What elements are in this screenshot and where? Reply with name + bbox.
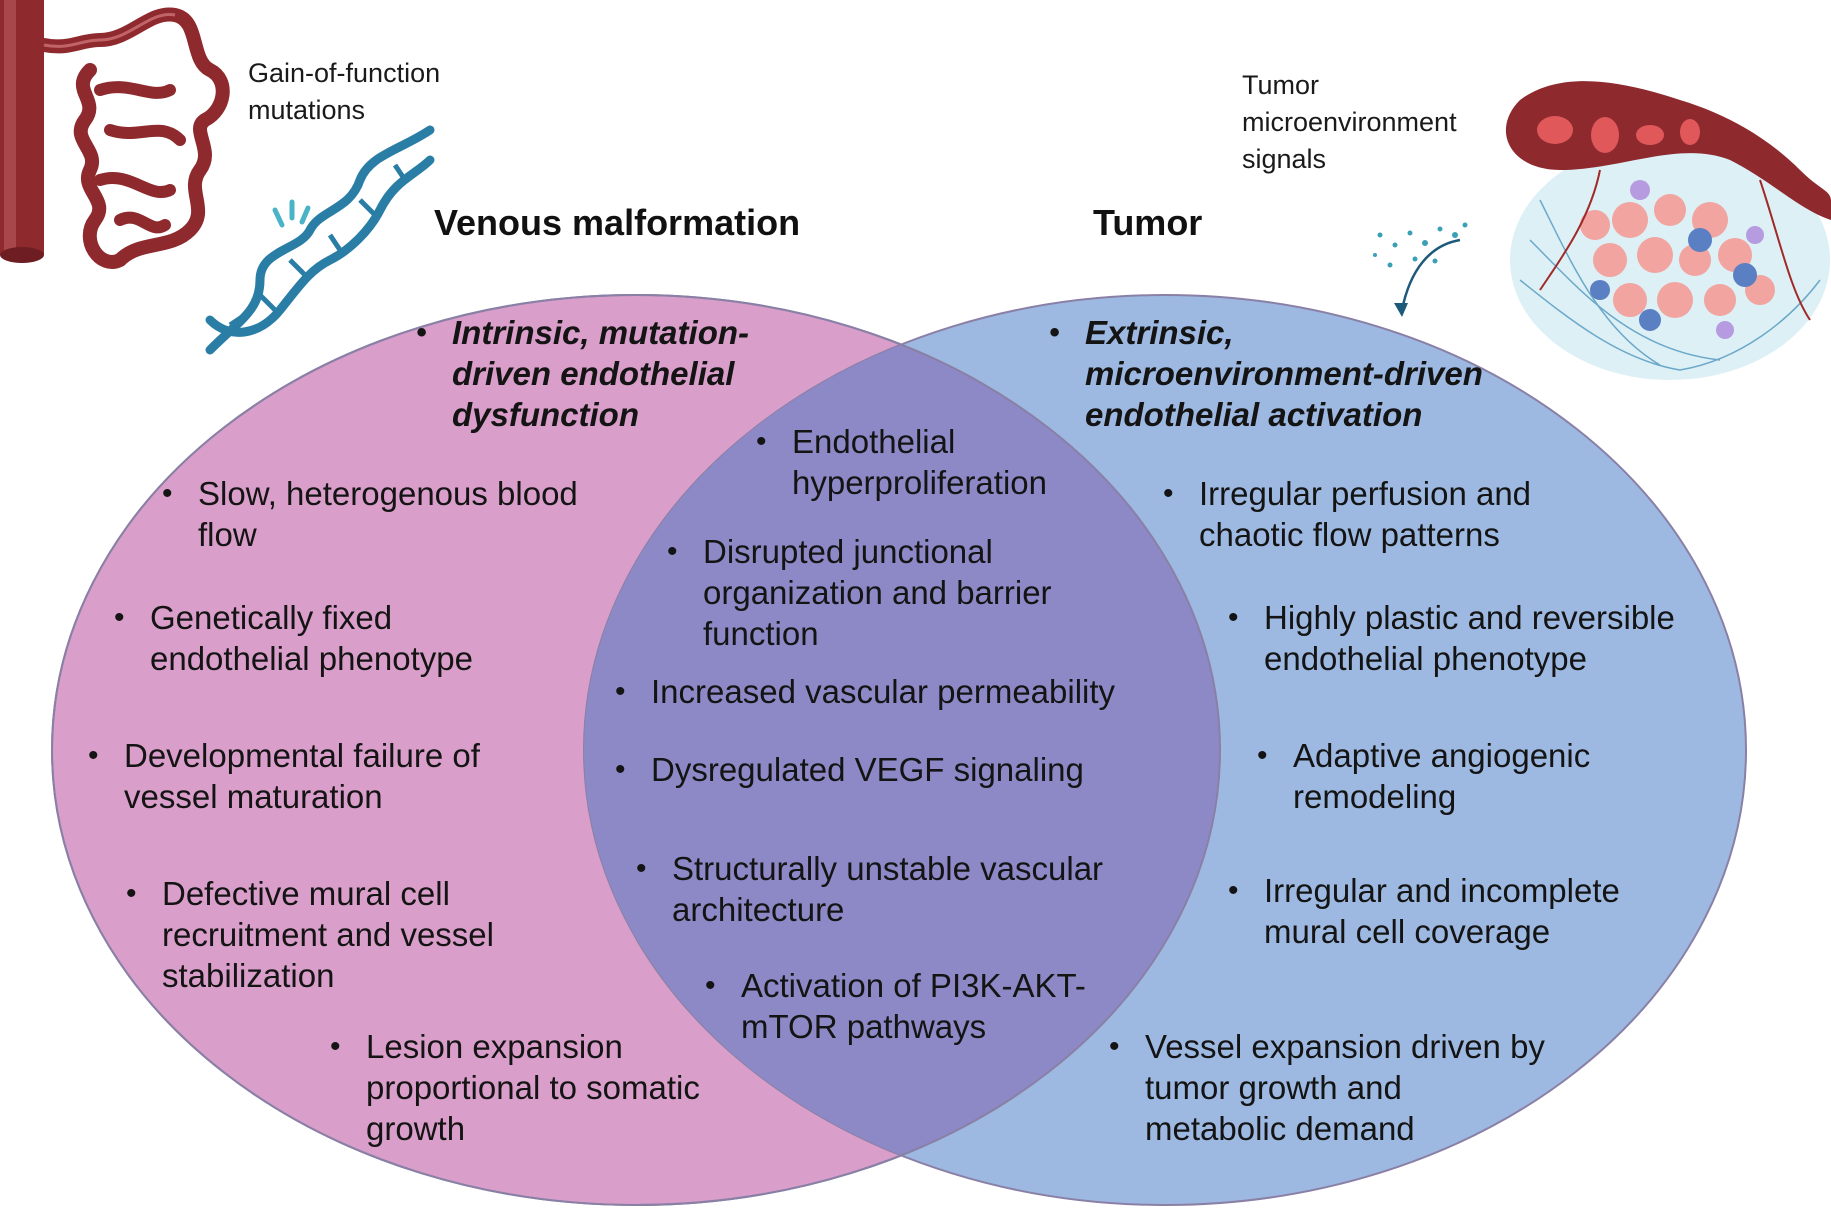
bullet-icon: •	[756, 425, 767, 458]
shared-item: • Structurally unstable vascular architect…	[636, 848, 1104, 930]
venous-malformation-title: Venous malformation	[434, 202, 801, 243]
item-line: endothelial activation	[1085, 396, 1423, 433]
caption-line: Gain-of-function	[248, 58, 441, 88]
left-item: • Defective mural cell recruitment and ves…	[126, 873, 494, 996]
left-item: • Genetically fixed endothelial phenotype	[114, 597, 473, 679]
bullet-icon: •	[1228, 874, 1239, 907]
item-line: driven endothelial	[452, 355, 735, 392]
item-line: growth	[366, 1110, 466, 1147]
bullet-icon: •	[615, 753, 626, 786]
item-line: Activation of PI3K-AKT-	[741, 967, 1086, 1004]
bullet-icon: •	[1228, 601, 1239, 634]
bullet-icon: •	[615, 675, 626, 708]
shared-item: • Disrupted junctional organization and ba…	[667, 531, 1052, 654]
right-item: • Highly plastic and reversible endothelia…	[1228, 597, 1675, 679]
caption-line: Tumor	[1242, 70, 1320, 100]
bullet-icon: •	[416, 316, 427, 349]
tumor-microenvironment-caption: Tumor microenvironment signals	[1242, 67, 1457, 178]
item-line: architecture	[672, 891, 845, 928]
shared-item: • Endothelial hyperproliferation	[756, 421, 1047, 503]
item-line: Vessel expansion driven by	[1145, 1028, 1545, 1065]
signal-arrow-icon	[1373, 222, 1468, 317]
item-line: hyperproliferation	[792, 464, 1047, 501]
item-line: Developmental failure of	[124, 737, 480, 774]
item-line: stabilization	[162, 957, 335, 994]
bullet-icon: •	[114, 601, 125, 634]
right-item: • Irregular perfusion and chaotic flow pat…	[1163, 473, 1532, 555]
item-line: Dysregulated VEGF signaling	[651, 751, 1084, 788]
item-line: endothelial phenotype	[1264, 640, 1587, 677]
item-line: Irregular and incomplete	[1264, 872, 1620, 909]
item-line: Slow, heterogenous blood	[198, 475, 578, 512]
bullet-icon: •	[636, 852, 647, 885]
venous-malformation-outline	[51, 294, 1221, 1206]
item-line: Highly plastic and reversible	[1264, 599, 1675, 636]
tortuous-vessel-icon	[0, 0, 230, 269]
item-line: Intrinsic, mutation-	[452, 314, 749, 351]
item-line: Adaptive angiogenic	[1293, 737, 1591, 774]
left-item: • Intrinsic, mutation-driven endothelial d…	[416, 312, 749, 435]
item-line: Irregular perfusion and	[1199, 475, 1532, 512]
left-item: • Slow, heterogenous blood flow	[162, 473, 578, 555]
item-line: flow	[198, 516, 257, 553]
item-line: tumor growth and	[1145, 1069, 1402, 1106]
item-line: mTOR pathways	[741, 1008, 987, 1045]
bullet-icon: •	[162, 477, 173, 510]
caption-line: signals	[1242, 144, 1327, 174]
item-line: vessel maturation	[124, 778, 383, 815]
shared-item: • Dysregulated VEGF signaling	[615, 749, 1084, 790]
item-line: Defective mural cell	[162, 875, 450, 912]
bullet-icon: •	[1049, 316, 1060, 349]
left-item: • Lesion expansion proportional to somatic…	[330, 1026, 700, 1149]
tumor-vessel-icon	[1505, 81, 1831, 380]
item-line: endothelial phenotype	[150, 640, 473, 677]
item-line: Disrupted junctional	[703, 533, 993, 570]
item-line: Lesion expansion	[366, 1028, 623, 1065]
item-line: Structurally unstable vascular	[672, 850, 1104, 887]
item-line: Genetically fixed	[150, 599, 393, 636]
item-line: Increased vascular permeability	[651, 673, 1116, 710]
right-item: • Adaptive angiogenic remodeling	[1257, 735, 1591, 817]
bullet-icon: •	[330, 1030, 341, 1063]
caption-line: mutations	[248, 95, 366, 125]
right-item: • Irregular and incomplete mural cell cove…	[1228, 870, 1620, 952]
bullet-icon: •	[1109, 1030, 1120, 1063]
shared-item: • Activation of PI3K-AKT-mTOR pathways	[705, 965, 1086, 1047]
item-line: function	[703, 615, 819, 652]
overlap-region	[584, 295, 1220, 1205]
item-line: chaotic flow patterns	[1199, 516, 1500, 553]
bullet-icon: •	[1257, 739, 1268, 772]
item-line: recruitment and vessel	[162, 916, 494, 953]
bullet-icon: •	[705, 969, 716, 1002]
bullet-icon: •	[126, 877, 137, 910]
item-line: Endothelial	[792, 423, 956, 460]
gain-of-function-caption: Gain-of-function mutations	[248, 55, 440, 129]
bullet-icon: •	[1163, 477, 1174, 510]
right-item: • Extrinsic, microenvironment-driven endoth…	[1049, 312, 1483, 435]
item-line: proportional to somatic	[366, 1069, 700, 1106]
right-item: • Vessel expansion driven by tumor growth …	[1109, 1026, 1545, 1149]
item-line: metabolic demand	[1145, 1110, 1415, 1147]
dna-helix-icon	[205, 125, 435, 355]
item-line: mural cell coverage	[1264, 913, 1551, 950]
caption-line: microenvironment	[1242, 107, 1457, 137]
item-line: dysfunction	[452, 396, 639, 433]
item-line: remodeling	[1293, 778, 1457, 815]
item-line: microenvironment-driven	[1085, 355, 1483, 392]
item-line: organization and barrier	[703, 574, 1052, 611]
shared-item: • Increased vascular permeability	[615, 671, 1116, 712]
bullet-icon: •	[667, 535, 678, 568]
left-item: • Developmental failure of vessel maturati…	[88, 735, 480, 817]
bullet-icon: •	[88, 739, 99, 772]
tumor-title: Tumor	[1093, 202, 1203, 243]
item-line: Extrinsic,	[1085, 314, 1234, 351]
